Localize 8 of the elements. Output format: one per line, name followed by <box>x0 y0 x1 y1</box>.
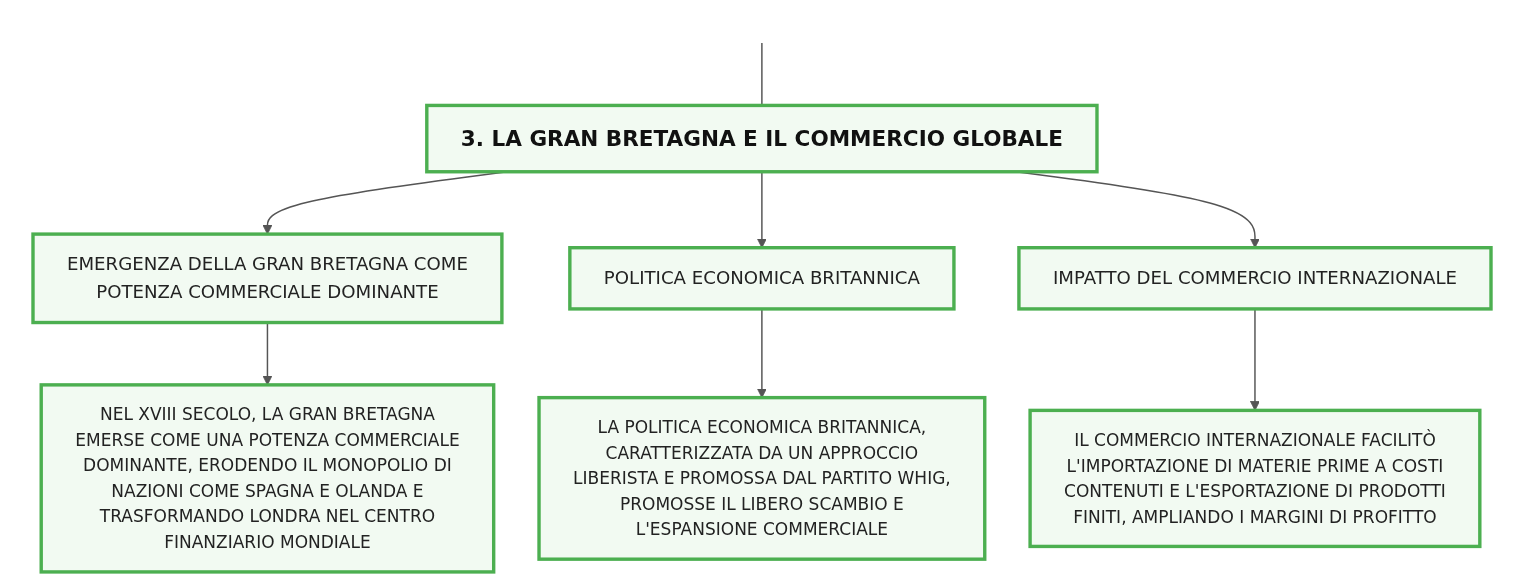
node-box: IL COMMERCIO INTERNAZIONALE FACILITÒ L'IMPORTAZIONE DI MATERIE PRIME A COSTI CONTENUTI E L'ESPORTAZIONE DI PRODOTTI FINITI, AMPLIANDO I MARGINI DI PROFITTO <box>1028 408 1482 549</box>
node-box: IMPATTO DEL COMMERCIO INTERNAZIONALE <box>1017 246 1493 311</box>
node-box: POLITICA ECONOMICA BRITANNICA <box>568 246 956 311</box>
node-box: EMERGENZA DELLA GRAN BRETAGNA COME POTENZA COMMERCIALE DOMINANTE <box>31 232 504 325</box>
node-box: NEL XVIII SECOLO, LA GRAN BRETAGNA EMERSE COME UNA POTENZA COMMERCIALE DOMINANTE, ERODENDO IL MONOPOLIO DI NAZIONI COME SPAGNA E OLANDA E TRASFORMANDO LONDRA NEL CENTRO FINANZIARIO MONDIALE <box>39 383 496 574</box>
node-box: 3. LA GRAN BRETAGNA E IL COMMERCIO GLOBALE <box>425 103 1099 174</box>
arrow <box>1249 308 1260 411</box>
node-box: LA POLITICA ECONOMICA BRITANNICA, CARATTERIZZATA DA UN APPROCCIO LIBERISTA E PROMOSSA DAL PARTITO WHIG, PROMOSSE IL LIBERO SCAMBIO E L'ESPANSIONE COMMERCIALE <box>537 395 987 561</box>
